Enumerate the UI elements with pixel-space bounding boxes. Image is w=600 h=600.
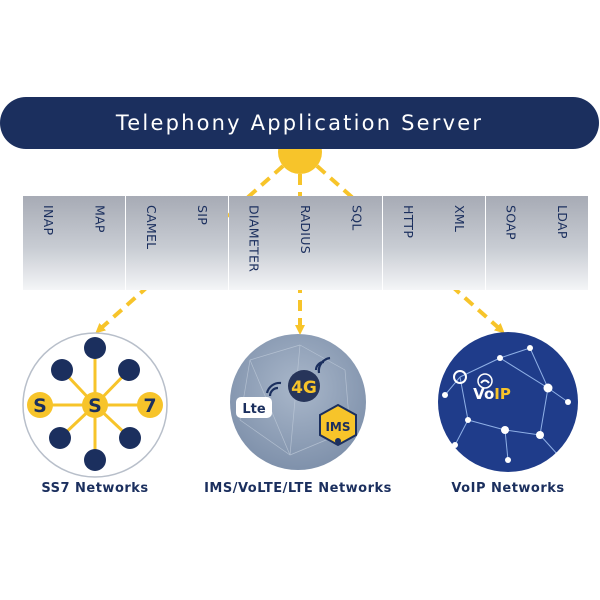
- protocol-label: INAP: [41, 205, 56, 236]
- ss7-network-label: SS7 Networks: [41, 481, 149, 496]
- lte-badge: [236, 397, 272, 418]
- protocol-column-sip: SIP: [177, 196, 229, 290]
- protocol-label: SOAP: [503, 205, 519, 240]
- protocol-label: HTTP: [400, 205, 416, 239]
- protocol-column-sql: SQL: [331, 196, 383, 290]
- server-banner: Telephony Application Server: [0, 97, 599, 149]
- ims-badge-text: IMS: [325, 420, 350, 434]
- voip-mesh-lines: [444, 347, 569, 461]
- connector-right: [315, 164, 505, 334]
- protocol-column-map: MAP: [74, 196, 126, 290]
- protocol-column-soap: SOAP: [485, 196, 537, 290]
- protocol-column-camel: CAMEL: [125, 196, 177, 290]
- protocol-label: LDAP: [555, 205, 570, 239]
- voip-logo-prefix: V: [473, 385, 485, 403]
- voip-logo-o: o: [484, 385, 494, 403]
- protocol-label: SIP: [195, 205, 211, 226]
- protocol-label: CAMEL: [143, 205, 159, 250]
- voip-logo-accent: IP: [494, 385, 511, 403]
- voip-nodes: [442, 345, 571, 463]
- voip-network: VoIP: [438, 332, 578, 472]
- protocol-column-radius: RADIUS: [280, 196, 331, 290]
- ss7-letter-3: 7: [143, 395, 156, 417]
- server-title: Telephony Application Server: [115, 111, 484, 135]
- protocol-column-inap: INAP: [23, 196, 74, 290]
- protocol-column-xml: XML: [434, 196, 486, 290]
- ims-badge: [319, 403, 357, 447]
- voip-logo: VoIP: [473, 385, 511, 403]
- ss7-nodes: [49, 337, 141, 471]
- protocol-column-diameter: DIAMETER: [228, 196, 280, 290]
- voip-network-label: VoIP Networks: [451, 481, 565, 496]
- protocol-column-ldap: LDAP: [537, 196, 588, 290]
- protocol-label: MAP: [92, 205, 108, 233]
- ss7-letter-2: S: [88, 395, 102, 417]
- protocol-label: RADIUS: [298, 205, 313, 254]
- ims-network-label: IMS/VoLTE/LTE Networks: [204, 481, 392, 496]
- protocol-label: DIAMETER: [246, 205, 262, 273]
- protocol-label: XML: [452, 205, 468, 233]
- ss7-network: S S 7: [22, 332, 168, 478]
- 4g-badge-text: 4G: [291, 378, 317, 398]
- voip-node-ring: [453, 370, 467, 384]
- ims-network: Lte 4G IMS: [230, 334, 366, 470]
- 4g-badge: [288, 370, 320, 402]
- protocol-column-http: HTTP: [382, 196, 434, 290]
- voip-phone-icon: [477, 373, 493, 389]
- 4g-signal-icon: [314, 356, 331, 374]
- lte-badge-text: Lte: [242, 402, 265, 417]
- lte-signal-icon: [265, 381, 282, 397]
- protocol-label: SQL: [349, 205, 365, 231]
- ss7-letter-1: S: [33, 395, 47, 417]
- connector-left: [95, 164, 285, 334]
